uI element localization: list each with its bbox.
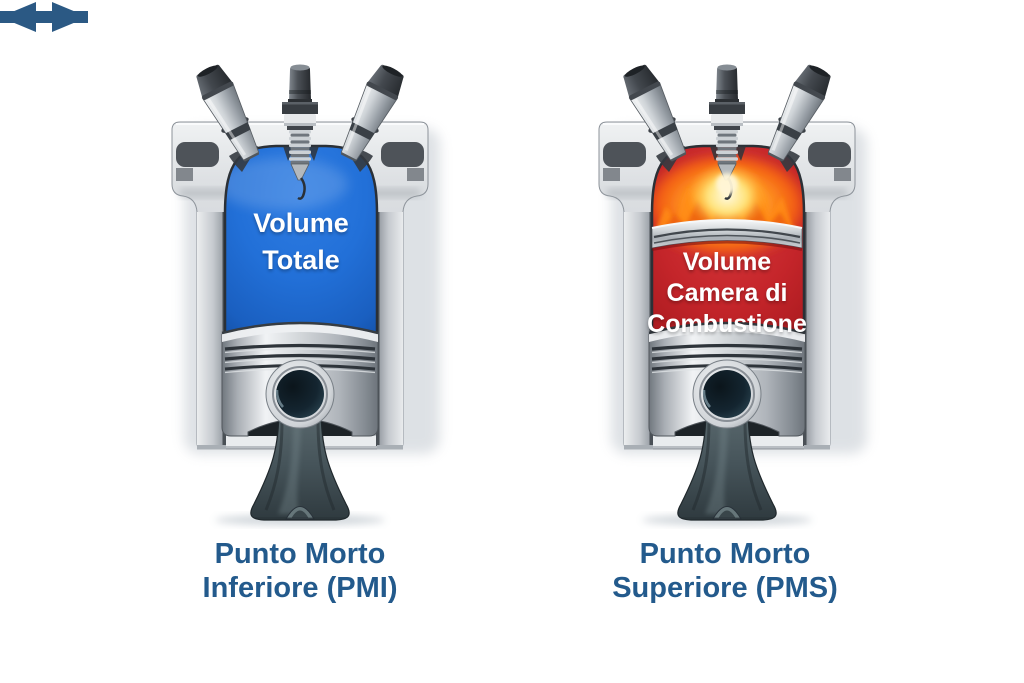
left-cylinder [152, 59, 448, 525]
volume-label-line: Totale [262, 245, 340, 275]
position-label-line: Inferiore (PMI) [202, 572, 398, 604]
position-label-line: Punto Morto [214, 538, 386, 570]
volume-label-line: Volume [682, 248, 772, 276]
ignition-glow [716, 173, 738, 195]
arrow-right-icon [0, 2, 88, 32]
piston-left [222, 323, 378, 520]
position-label-line: Punto Morto [639, 538, 811, 570]
piston-crown-band [651, 219, 803, 251]
right-volume-label: Volume Camera di Combustione [645, 247, 809, 340]
right-cylinder [579, 59, 875, 525]
pms-label: Punto Morto Superiore (PMS) [585, 537, 865, 605]
position-label-line: Superiore (PMS) [612, 572, 838, 604]
piston-right [649, 323, 805, 520]
combustion-chamber [650, 144, 806, 342]
left-volume-label: Volume Totale [225, 205, 377, 279]
volume-label-line: Camera di [666, 279, 788, 307]
pmi-label: Punto Morto Inferiore (PMI) [160, 537, 440, 605]
volume-label-line: Combustione [647, 310, 807, 338]
volume-label-line: Volume [253, 208, 349, 238]
